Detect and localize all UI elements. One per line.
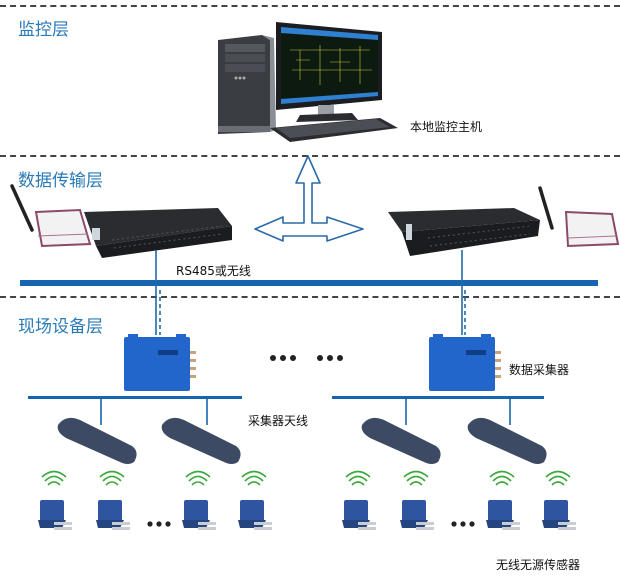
layer-divider-transport-field [0,296,620,298]
layer-title-transport: 数据传输层 [18,171,103,191]
collector-antenna-icon [467,417,547,464]
wireless-module-icon [564,210,620,248]
collector-bus-right [332,396,544,399]
wireless-sensor-icon [38,470,72,530]
layer-divider-monitor-transport [0,155,620,157]
data-flow-arrows [254,155,364,242]
collector-antenna-icon [161,417,241,464]
keyboard-icon [270,118,398,142]
gateway-right [388,186,620,256]
label-wireless-passive-sensor: 无线无源传感器 [496,558,581,572]
pc-tower-icon [218,35,276,134]
wireless-sensor-icon [342,470,376,530]
layer-divider-top [0,5,620,7]
wireless-sensor-icon [486,470,520,530]
ellipsis-dots [147,355,475,527]
wireless-sensor-icon [182,470,216,530]
data-collector-right [429,334,501,391]
wireless-sensor-icon [542,470,576,530]
rs485-bus-line [20,280,598,286]
label-collector-antenna: 采集器天线 [248,414,309,428]
collector-bus-left [28,396,242,399]
layer-title-field-devices: 现场设备层 [18,317,103,337]
gateway-left [10,184,232,258]
data-concentrator-icon [84,208,232,258]
collector-antenna-icon [57,417,137,464]
label-data-collector: 数据采集器 [509,363,570,377]
wireless-sensor-icon [238,470,272,530]
wireless-module-icon [34,208,92,248]
wireless-sensor-icon [96,470,130,530]
up-arrow-icon [254,155,364,242]
data-concentrator-icon [388,208,540,256]
local-monitor-host [218,22,398,142]
label-rs485-or-wireless: RS485或无线 [176,264,251,278]
label-local-monitor-host: 本地监控主机 [410,120,483,134]
monitor-icon [276,22,382,122]
collector-antenna-icon [361,417,441,464]
antenna-icon [10,184,34,232]
wireless-sensor-icon [400,470,434,530]
layer-title-monitoring: 监控层 [18,20,69,40]
data-collector-left [124,334,196,391]
antenna-icon [538,186,554,230]
